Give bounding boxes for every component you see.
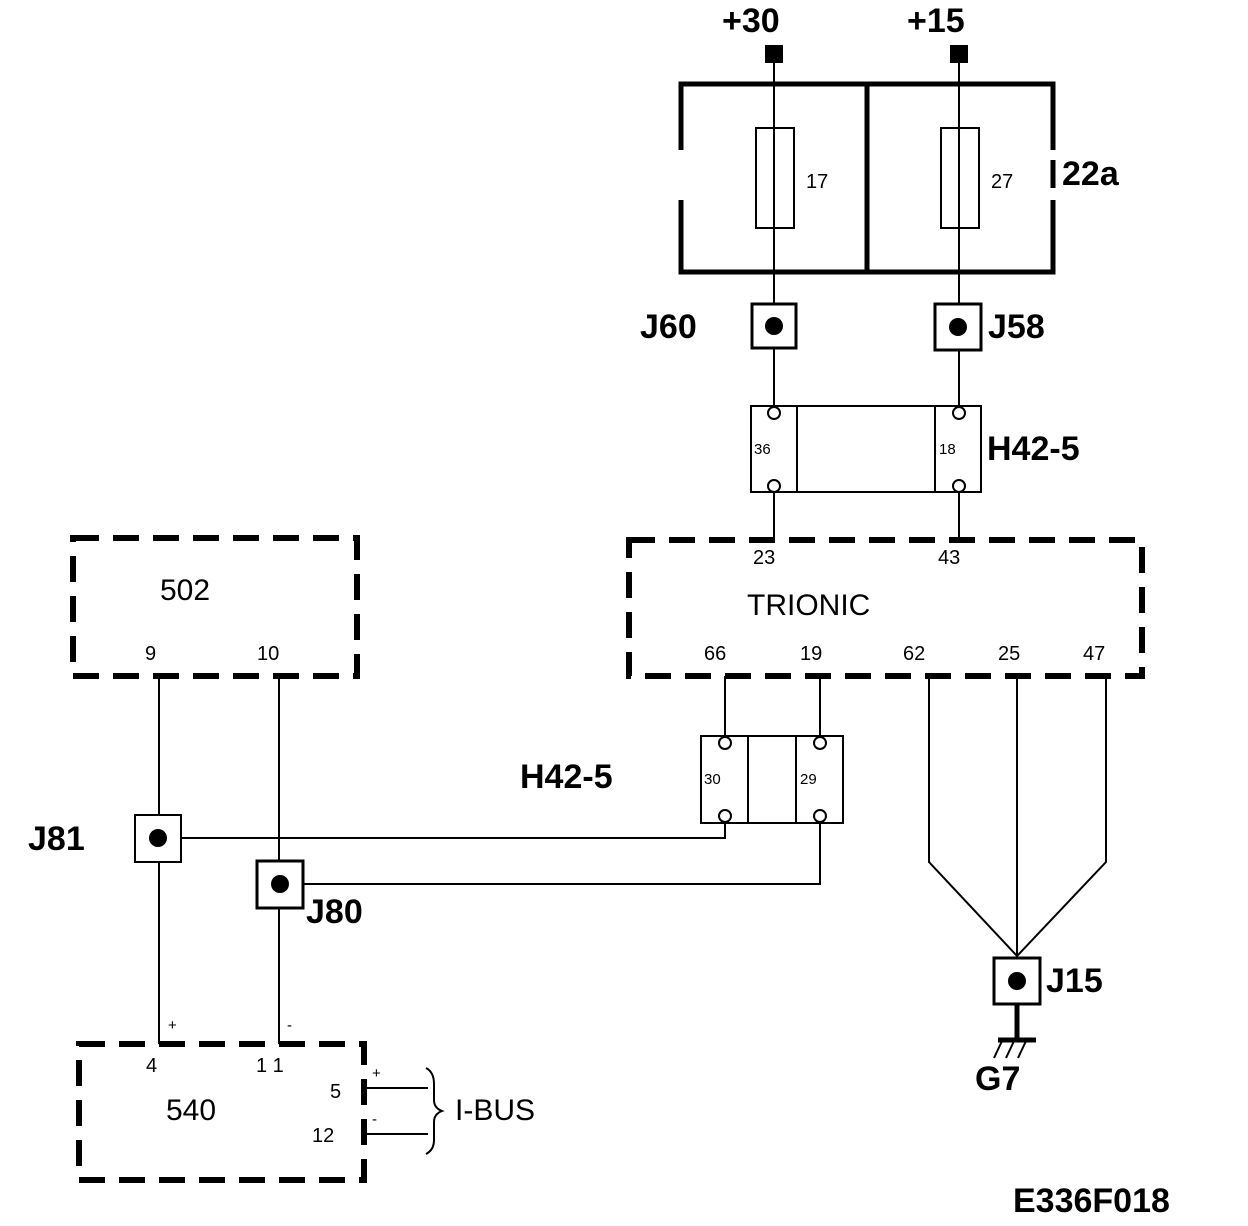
junction-j81-dot [149, 829, 167, 847]
module-502-pin-10: 10 [257, 643, 279, 665]
trionic-pin-66: 66 [704, 643, 726, 665]
module-trionic [626, 537, 1145, 679]
connector-h42-5-mid [700, 735, 844, 824]
junction-j15-label: J15 [1046, 962, 1103, 1000]
junction-j58-dot [949, 318, 967, 336]
junction-j15-dot [1008, 972, 1026, 990]
trionic-pin-23: 23 [753, 547, 775, 569]
connector-mid-pin-29: 29 [800, 771, 817, 788]
wire-29-to-j80 [303, 822, 821, 885]
wire-47 [1016, 676, 1107, 957]
wire-30-to-j81 [181, 822, 726, 839]
ibus-brace [425, 1067, 445, 1155]
ibus-label: I-BUS [455, 1094, 535, 1127]
trionic-pin-25: 25 [998, 643, 1020, 665]
module-540-minus-mark: - [287, 1017, 292, 1034]
module-540 [76, 1041, 367, 1183]
fuse-27-label: 27 [991, 171, 1013, 193]
module-540-plus-mark: + [168, 1017, 177, 1034]
trionic-pin-43: 43 [938, 547, 960, 569]
module-540-pin-4: 4 [146, 1055, 157, 1077]
fusebox-22a [678, 81, 1056, 275]
trionic-pin-62: 62 [903, 643, 925, 665]
connector-mid-label: H42-5 [520, 758, 613, 796]
trionic-label: TRIONIC [747, 589, 870, 622]
module-502-pin-9: 9 [145, 643, 156, 665]
module-540-label: 540 [166, 1094, 216, 1127]
module-540-pin-12: 12 [312, 1125, 334, 1147]
connector-top-pin-18: 18 [939, 441, 956, 458]
junction-j58-label: J58 [988, 308, 1045, 346]
module-540-pin-11: 1 1 [256, 1055, 284, 1077]
supply-plus30-terminal [765, 45, 783, 63]
fuse-17-label: 17 [806, 171, 828, 193]
fusebox-label: 22a [1062, 155, 1120, 193]
junction-j60-dot [765, 317, 783, 335]
supply-plus15-label: +15 [907, 2, 965, 40]
ibus-minus-mark: - [372, 1111, 377, 1128]
wire-62 [928, 676, 1018, 957]
figure-code: E336F018 [1013, 1182, 1170, 1220]
junction-j80-label: J80 [306, 893, 363, 931]
connector-top-label: H42-5 [987, 430, 1080, 468]
junction-j81-label: J81 [28, 820, 85, 858]
ground-label: G7 [975, 1060, 1020, 1098]
module-502-label: 502 [160, 574, 210, 607]
connector-mid-pin-30: 30 [704, 771, 721, 788]
trionic-pin-19: 19 [800, 643, 822, 665]
trionic-pin-47: 47 [1083, 643, 1105, 665]
supply-plus30-label: +30 [722, 2, 780, 40]
supply-plus15-terminal [950, 45, 968, 63]
junction-j80-dot [271, 875, 289, 893]
ground-symbol [993, 1037, 1036, 1059]
module-540-pin-5: 5 [330, 1081, 341, 1103]
connector-top-pin-36: 36 [754, 441, 771, 458]
connector-h42-5-top [750, 405, 982, 493]
junction-j60-label: J60 [640, 308, 697, 346]
ibus-plus-mark: + [372, 1065, 381, 1082]
module-502 [70, 535, 360, 679]
